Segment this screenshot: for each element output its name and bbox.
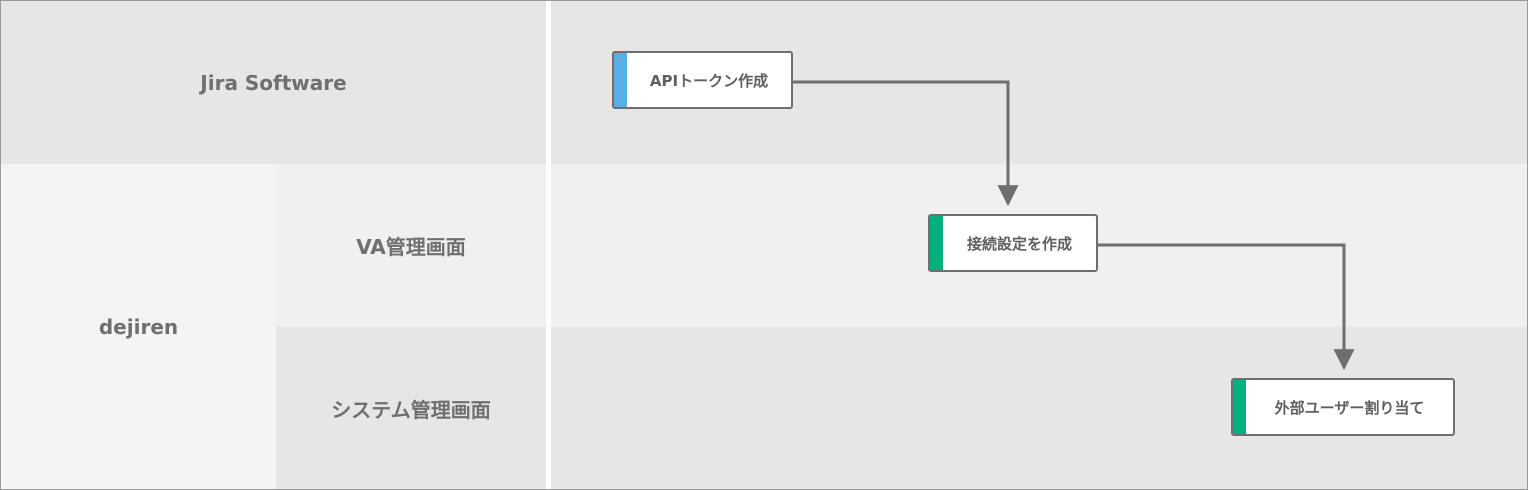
lane-label-system-admin: システム管理画面	[331, 397, 491, 422]
lane-label-dejiren: dejiren	[98, 314, 179, 339]
lane-label-jira: Jira Software	[200, 70, 347, 95]
node-label: APIトークン作成	[649, 71, 769, 90]
node-accent-bar	[930, 216, 943, 270]
node-connection-setting[interactable]: 接続設定を作成	[928, 214, 1098, 272]
node-label: 接続設定を作成	[966, 234, 1072, 253]
node-accent-bar	[1233, 380, 1246, 434]
lane-header-va-admin: VA管理画面	[276, 164, 546, 327]
lane-header-jira: Jira Software	[1, 1, 546, 164]
node-accent-bar	[614, 53, 627, 107]
lane-label-va-admin: VA管理画面	[356, 235, 466, 259]
node-api-token[interactable]: APIトークン作成	[612, 51, 793, 109]
connector-api-to-connection	[792, 80, 1019, 207]
node-assign-external-user[interactable]: 外部ユーザー割り当て	[1231, 378, 1455, 436]
header-divider	[546, 1, 551, 489]
lane-header-dejiren: dejiren	[1, 164, 276, 489]
node-label: 外部ユーザー割り当て	[1274, 398, 1425, 417]
connector-connection-to-assign	[1097, 243, 1355, 371]
lane-header-system-admin: システム管理画面	[276, 327, 546, 489]
